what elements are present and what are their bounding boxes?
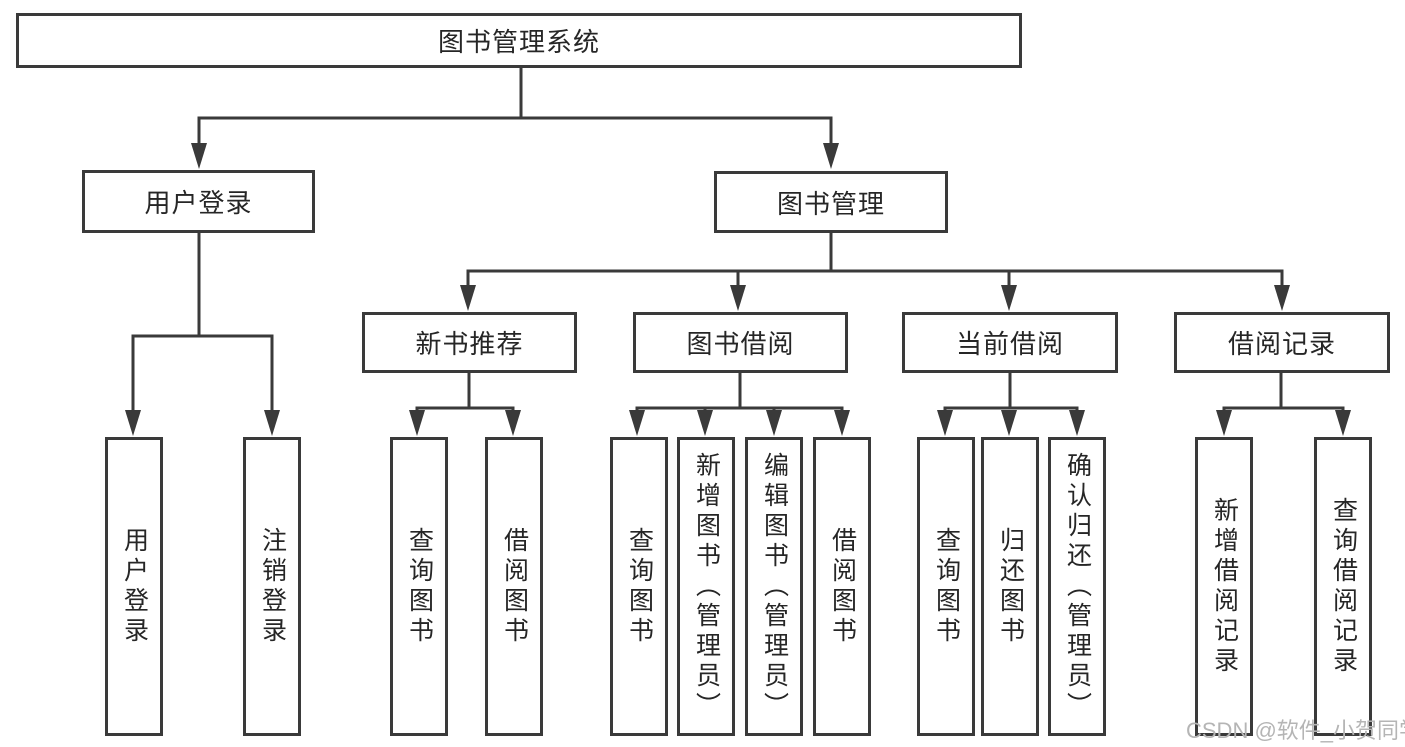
node-library-management-system: 图书管理系统 <box>16 13 1022 68</box>
node-label: 借阅记录 <box>1227 329 1336 359</box>
node-new-book-recommend: 新书推荐 <box>362 312 577 373</box>
leaf-query-borrow-record: 查询借阅记录 <box>1314 437 1372 736</box>
leaf-add-books-admin: 新增图书（管理员） <box>677 437 735 736</box>
node-label: 新增借阅记录 <box>1210 496 1239 677</box>
leaf-user-login: 用户登录 <box>105 437 163 736</box>
leaf-add-borrow-record: 新增借阅记录 <box>1195 437 1253 736</box>
node-book-management: 图书管理 <box>714 171 948 233</box>
node-label: 查询图书 <box>625 526 654 647</box>
leaf-query-books-recommend: 查询图书 <box>390 437 448 736</box>
node-label: 查询借阅记录 <box>1329 496 1358 677</box>
leaf-query-books-borrowing: 查询图书 <box>610 437 668 736</box>
leaf-return-books: 归还图书 <box>981 437 1039 736</box>
node-label: 编辑图书（管理员） <box>760 451 789 722</box>
node-label: 用户登录 <box>120 526 149 647</box>
leaf-borrow-books-recommend: 借阅图书 <box>485 437 543 736</box>
leaf-edit-books-admin: 编辑图书（管理员） <box>745 437 803 736</box>
leaf-borrow-books: 借阅图书 <box>813 437 871 736</box>
node-label: 新增图书（管理员） <box>692 451 721 722</box>
node-borrowing-records: 借阅记录 <box>1174 312 1390 373</box>
node-label: 新书推荐 <box>415 329 524 359</box>
node-label: 查询图书 <box>405 526 434 647</box>
node-current-borrowing: 当前借阅 <box>902 312 1118 373</box>
node-label: 图书管理 <box>776 188 885 219</box>
node-label: 用户登录 <box>144 188 253 218</box>
leaf-confirm-return-admin: 确认归还（管理员） <box>1048 437 1106 736</box>
node-label: 图书借阅 <box>686 329 795 359</box>
node-book-borrowing: 图书借阅 <box>633 312 848 373</box>
node-label: 图书管理系统 <box>437 27 600 57</box>
watermark: CSDN @软件_小贺同学 <box>1186 718 1405 743</box>
node-label: 借阅图书 <box>828 526 857 647</box>
leaf-logout: 注销登录 <box>243 437 301 736</box>
node-label: 注销登录 <box>258 526 287 647</box>
leaf-query-books-current: 查询图书 <box>917 437 975 736</box>
node-label: 查询图书 <box>932 526 961 647</box>
node-label: 归还图书 <box>996 526 1025 647</box>
node-label: 确认归还（管理员） <box>1063 451 1092 722</box>
node-label: 当前借阅 <box>955 329 1064 359</box>
node-user-login-group: 用户登录 <box>82 170 315 233</box>
node-label: 借阅图书 <box>500 526 529 647</box>
